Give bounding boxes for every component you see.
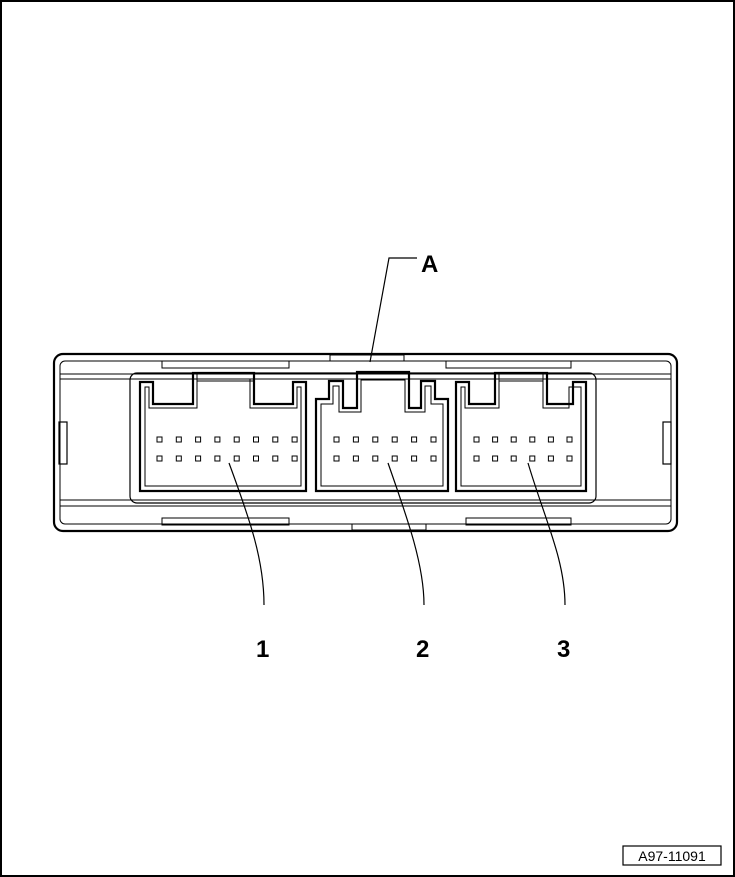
connector-1-housing bbox=[138, 371, 308, 493]
connector-2-pin bbox=[411, 455, 418, 462]
connector-3-pin bbox=[492, 455, 499, 462]
connector-1-pin bbox=[195, 436, 202, 443]
connector-2-pin bbox=[333, 436, 340, 443]
connector-3-pin bbox=[510, 455, 517, 462]
connector-3-pin bbox=[529, 436, 536, 443]
connector-2-pin bbox=[391, 436, 398, 443]
connector-3-housing bbox=[454, 371, 588, 493]
connector-1-pins bbox=[156, 436, 298, 462]
connector-1-pin bbox=[253, 455, 259, 462]
connector-1-pin bbox=[253, 436, 259, 443]
connector-2-pin bbox=[352, 436, 359, 443]
connector-1-pin bbox=[214, 455, 221, 462]
connector-2-pin bbox=[352, 455, 359, 462]
connector-1-pin bbox=[291, 436, 298, 443]
connector-3-pin bbox=[529, 455, 536, 462]
connector-3-pin bbox=[547, 436, 554, 443]
connector-3-pin bbox=[492, 436, 499, 443]
figure-id: A97-11091 bbox=[638, 848, 706, 864]
connector-2-housing bbox=[314, 370, 450, 493]
connector-3-pin bbox=[566, 455, 573, 462]
callout-1: 1 bbox=[256, 636, 269, 663]
connector-1-pin bbox=[156, 436, 163, 443]
connector-3-pin bbox=[566, 436, 573, 443]
connector-1-pin bbox=[175, 436, 182, 443]
connector-3-pin bbox=[473, 436, 480, 443]
control-unit-housing bbox=[52, 352, 679, 533]
connector-1-pin bbox=[233, 455, 240, 462]
leader-line-a bbox=[369, 257, 417, 363]
connector-1-pin bbox=[175, 455, 182, 462]
callout-3: 3 bbox=[557, 636, 570, 663]
leader-line-3 bbox=[527, 462, 566, 606]
connector-3-pin bbox=[510, 436, 517, 443]
connector-3-pin bbox=[547, 455, 554, 462]
figure-id-box bbox=[622, 845, 722, 866]
connector-2-pin bbox=[430, 436, 437, 443]
connector-2-pin bbox=[372, 455, 379, 462]
connector-1-pin bbox=[214, 436, 221, 443]
connector-1-pin bbox=[233, 436, 240, 443]
connector-1-pin bbox=[156, 455, 163, 462]
leader-line-1 bbox=[228, 462, 265, 606]
connector-1-pin bbox=[272, 455, 279, 462]
connector-3-pin bbox=[473, 455, 480, 462]
connector-2-pin bbox=[333, 455, 340, 462]
connector-2-pins bbox=[333, 436, 437, 462]
callout-a: A bbox=[421, 251, 438, 278]
connector-1-pin bbox=[272, 436, 279, 443]
leader-line-2 bbox=[387, 462, 425, 606]
connector-2-pin bbox=[391, 455, 398, 462]
connector-1-pin bbox=[291, 455, 298, 462]
callout-2: 2 bbox=[416, 636, 429, 663]
connector-2-pin bbox=[430, 455, 437, 462]
connector-2-pin bbox=[372, 436, 379, 443]
connector-2-pin bbox=[411, 436, 418, 443]
connector-3-pins bbox=[473, 436, 573, 462]
connector-1-pin bbox=[195, 455, 202, 462]
